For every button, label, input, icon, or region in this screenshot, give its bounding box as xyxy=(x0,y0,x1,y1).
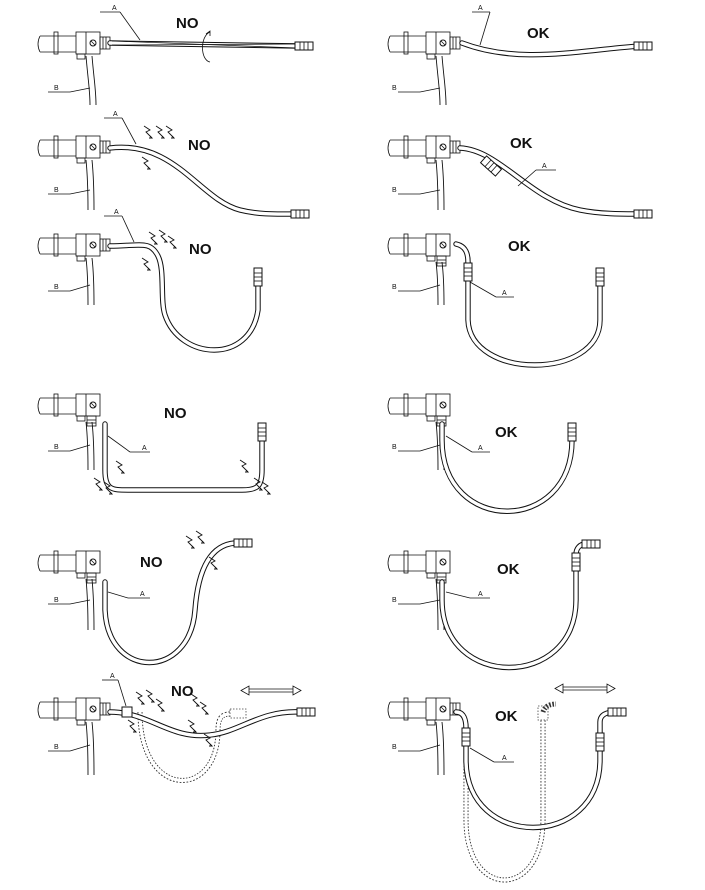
panel-r4-ok: A B OK xyxy=(387,393,577,514)
panel-r1-no: A B NO xyxy=(37,5,314,106)
callout-b: B xyxy=(54,744,59,751)
callout-a: A xyxy=(478,591,483,598)
verdict-label: OK xyxy=(497,561,520,578)
callout-b: B xyxy=(54,187,59,194)
verdict-label: NO xyxy=(176,15,199,32)
panel-r6-no: A B NO xyxy=(37,673,316,783)
callout-a: A xyxy=(110,673,115,680)
verdict-label: NO xyxy=(140,554,163,571)
callout-b: B xyxy=(54,85,59,92)
panel-r2-no: A B NO xyxy=(37,111,310,219)
verdict-label: OK xyxy=(527,25,550,42)
callout-b: B xyxy=(54,444,59,451)
verdict-label: NO xyxy=(164,405,187,422)
callout-b: B xyxy=(392,744,397,751)
panel-r3-no: A B NO xyxy=(37,209,263,353)
callout-b: B xyxy=(392,85,397,92)
callout-a: A xyxy=(502,755,507,762)
verdict-label: OK xyxy=(495,708,518,725)
callout-a: A xyxy=(142,445,147,452)
panel-r2-ok: A B OK xyxy=(387,135,653,219)
callout-a: A xyxy=(478,445,483,452)
callout-b: B xyxy=(392,187,397,194)
callout-b: B xyxy=(392,284,397,291)
callout-a: A xyxy=(140,591,145,598)
callout-a: A xyxy=(502,290,507,297)
verdict-label: OK xyxy=(495,424,518,441)
verdict-label: NO xyxy=(171,683,194,700)
callout-b: B xyxy=(392,444,397,451)
callout-a: A xyxy=(542,163,547,170)
panel-r1-ok: A B OK xyxy=(387,5,653,106)
callout-a: A xyxy=(478,5,483,12)
callout-b: B xyxy=(392,597,397,604)
panel-r4-no: A B NO xyxy=(37,393,271,495)
verdict-label: NO xyxy=(189,241,212,258)
verdict-label: OK xyxy=(510,135,533,152)
verdict-label: NO xyxy=(188,137,211,154)
callout-a: A xyxy=(114,209,119,216)
panel-r5-no: A B NO xyxy=(37,530,253,665)
panel-r5-ok: A B OK xyxy=(387,539,601,671)
panel-r3-ok: A B OK xyxy=(387,233,605,368)
callout-b: B xyxy=(54,284,59,291)
panel-r6-ok: A B OK xyxy=(387,683,627,883)
callout-b: B xyxy=(54,597,59,604)
callout-a: A xyxy=(113,111,118,118)
verdict-label: OK xyxy=(508,238,531,255)
callout-a: A xyxy=(112,5,117,12)
